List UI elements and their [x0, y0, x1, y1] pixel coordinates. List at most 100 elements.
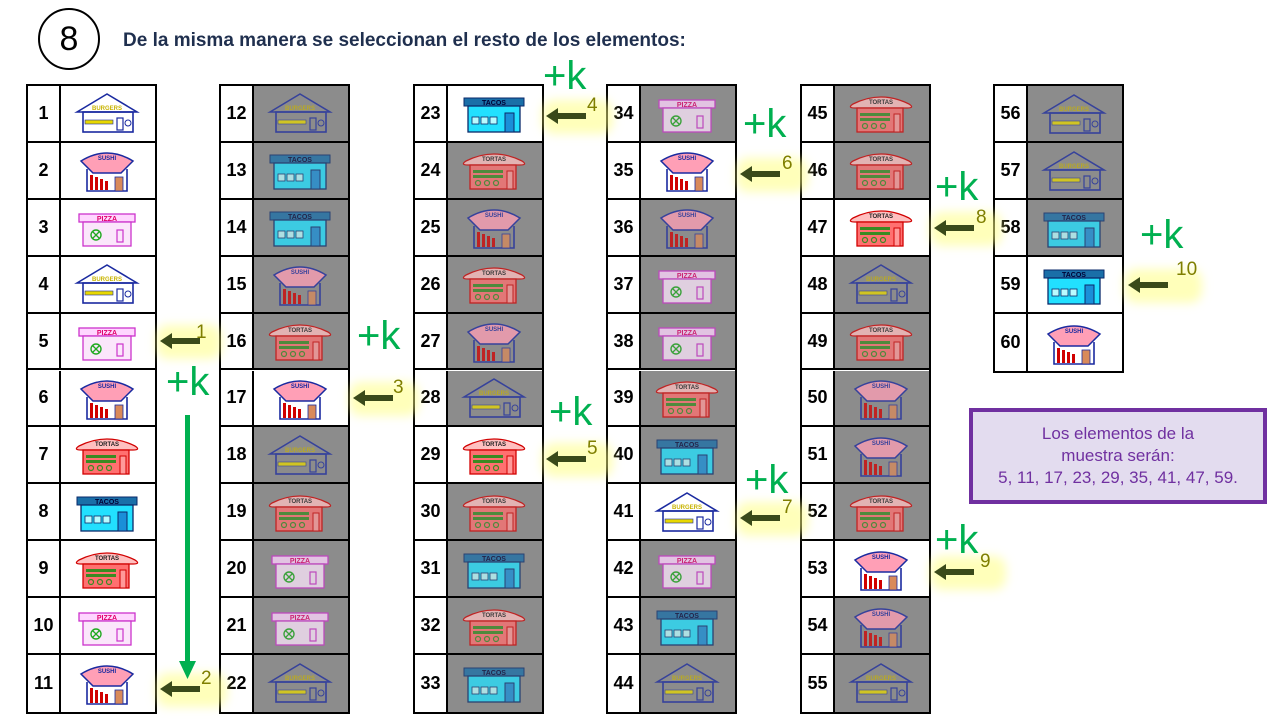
burgers-store-icon: BURGERS — [1028, 86, 1122, 141]
population-column: 34 PIZZA 35 SUSHI 36 SUSHI 37 PIZZA 38 P… — [606, 84, 737, 714]
element-number: 35 — [608, 142, 641, 198]
element-cell: 30 TORTAS — [415, 484, 542, 542]
svg-text:SUSHI: SUSHI — [872, 612, 891, 618]
svg-text:BURGERS: BURGERS — [1059, 164, 1089, 170]
burgers-store-icon: BURGERS — [61, 257, 155, 312]
svg-text:BURGERS: BURGERS — [672, 505, 702, 511]
svg-text:PIZZA: PIZZA — [97, 615, 117, 622]
pointer-arrow-icon — [1128, 277, 1168, 293]
arrow-order-label: 4 — [587, 95, 598, 116]
element-cell: 50 SUSHI — [802, 370, 929, 428]
element-number: 22 — [221, 655, 254, 712]
tacos-store-icon: TACOS — [61, 484, 155, 539]
element-number: 7 — [28, 427, 61, 483]
element-cell: 57 BURGERS — [995, 143, 1122, 200]
svg-text:TORTAS: TORTAS — [482, 499, 506, 505]
svg-text:TORTAS: TORTAS — [869, 100, 893, 106]
sushi-store-icon: SUSHI — [254, 371, 348, 426]
pizza-store-icon: PIZZA — [61, 200, 155, 255]
svg-text:PIZZA: PIZZA — [677, 558, 697, 565]
svg-text:TACOS: TACOS — [1062, 215, 1086, 222]
sushi-store-icon: SUSHI — [641, 199, 735, 255]
tacos-store-icon: TACOS — [641, 598, 735, 653]
element-number: 14 — [221, 199, 254, 255]
arrow-order-label: 6 — [782, 153, 793, 174]
arrow-order-label: 3 — [393, 377, 404, 398]
arrow-order-label: 9 — [980, 551, 991, 572]
element-number: 54 — [802, 598, 835, 653]
tortas-store-icon: TORTAS — [448, 484, 542, 540]
element-number: 25 — [415, 199, 448, 255]
arrow-order-label: 5 — [587, 438, 598, 459]
burgers-store-icon: BURGERS — [254, 427, 348, 483]
element-cell: 20 PIZZA — [221, 541, 348, 599]
sushi-store-icon: SUSHI — [835, 370, 929, 426]
note-line-1: Los elementos de la — [1041, 423, 1195, 443]
element-number: 38 — [608, 313, 641, 369]
element-number: 12 — [221, 86, 254, 141]
element-cell: 10 PIZZA — [28, 598, 155, 655]
element-number: 32 — [415, 598, 448, 653]
element-cell: 55 BURGERS — [802, 655, 929, 712]
element-number: 27 — [415, 313, 448, 369]
element-number: 8 — [28, 484, 61, 540]
element-cell: 45 TORTAS — [802, 86, 929, 143]
svg-text:BURGERS: BURGERS — [285, 106, 315, 112]
svg-text:BURGERS: BURGERS — [866, 676, 896, 682]
tortas-store-icon: TORTAS — [835, 200, 929, 255]
sushi-store-icon: SUSHI — [448, 199, 542, 255]
element-number: 60 — [995, 314, 1028, 371]
element-number: 11 — [28, 655, 61, 712]
tortas-store-icon: TORTAS — [835, 484, 929, 540]
element-number: 59 — [995, 257, 1028, 312]
sample-note-box: Los elementos de la muestra serán: 5, 11… — [969, 408, 1267, 504]
element-number: 31 — [415, 541, 448, 597]
population-column: 23 TACOS 24 TORTAS 25 SUSHI 26 TORTAS — [413, 84, 544, 714]
svg-text:BURGERS: BURGERS — [1059, 107, 1089, 113]
burgers-store-icon: BURGERS — [641, 484, 735, 539]
pointer-arrow-icon — [546, 108, 586, 124]
pizza-store-icon: PIZZA — [641, 313, 735, 369]
element-cell: 56 BURGERS — [995, 86, 1122, 143]
element-number: 37 — [608, 256, 641, 312]
pizza-store-icon: PIZZA — [61, 598, 155, 653]
svg-text:TACOS: TACOS — [675, 442, 699, 449]
svg-text:PIZZA: PIZZA — [97, 330, 117, 337]
element-cell: 41 BURGERS — [608, 484, 735, 542]
element-number: 6 — [28, 370, 61, 426]
tortas-store-icon: TORTAS — [254, 313, 348, 369]
plus-k-label: +k — [549, 390, 593, 434]
element-number: 49 — [802, 313, 835, 369]
burgers-store-icon: BURGERS — [1028, 143, 1122, 198]
svg-text:TORTAS: TORTAS — [482, 613, 506, 619]
svg-text:BURGERS: BURGERS — [866, 277, 896, 283]
element-number: 34 — [608, 86, 641, 141]
tortas-store-icon: TORTAS — [254, 484, 348, 540]
element-cell: 59 TACOS — [995, 257, 1122, 314]
pizza-store-icon: PIZZA — [641, 541, 735, 597]
element-number: 13 — [221, 142, 254, 198]
element-number: 41 — [608, 484, 641, 540]
tortas-store-icon: TORTAS — [448, 598, 542, 653]
element-cell: 23 TACOS — [415, 86, 542, 143]
tortas-store-icon: TORTAS — [641, 370, 735, 426]
population-column: 1 BURGERS 2 SUSHI 3 PIZZA 4 BURGERS 5 PI… — [26, 84, 157, 714]
pointer-arrow-icon — [934, 220, 974, 236]
element-cell: 43 TACOS — [608, 598, 735, 655]
note-line-2: muestra serán: — [1061, 445, 1175, 465]
svg-text:BURGERS: BURGERS — [92, 277, 122, 283]
element-number: 16 — [221, 313, 254, 369]
element-cell: 19 TORTAS — [221, 484, 348, 542]
sushi-store-icon: SUSHI — [641, 143, 735, 198]
svg-text:SUSHI: SUSHI — [678, 156, 697, 162]
element-number: 58 — [995, 200, 1028, 255]
pizza-store-icon: PIZZA — [641, 256, 735, 312]
sushi-store-icon: SUSHI — [1028, 314, 1122, 371]
element-number: 55 — [802, 655, 835, 712]
svg-text:SUSHI: SUSHI — [98, 669, 117, 675]
tortas-store-icon: TORTAS — [835, 86, 929, 141]
element-cell: 5 PIZZA — [28, 313, 155, 371]
element-number: 23 — [415, 86, 448, 141]
tortas-store-icon: TORTAS — [448, 427, 542, 482]
tortas-store-icon: TORTAS — [448, 256, 542, 312]
